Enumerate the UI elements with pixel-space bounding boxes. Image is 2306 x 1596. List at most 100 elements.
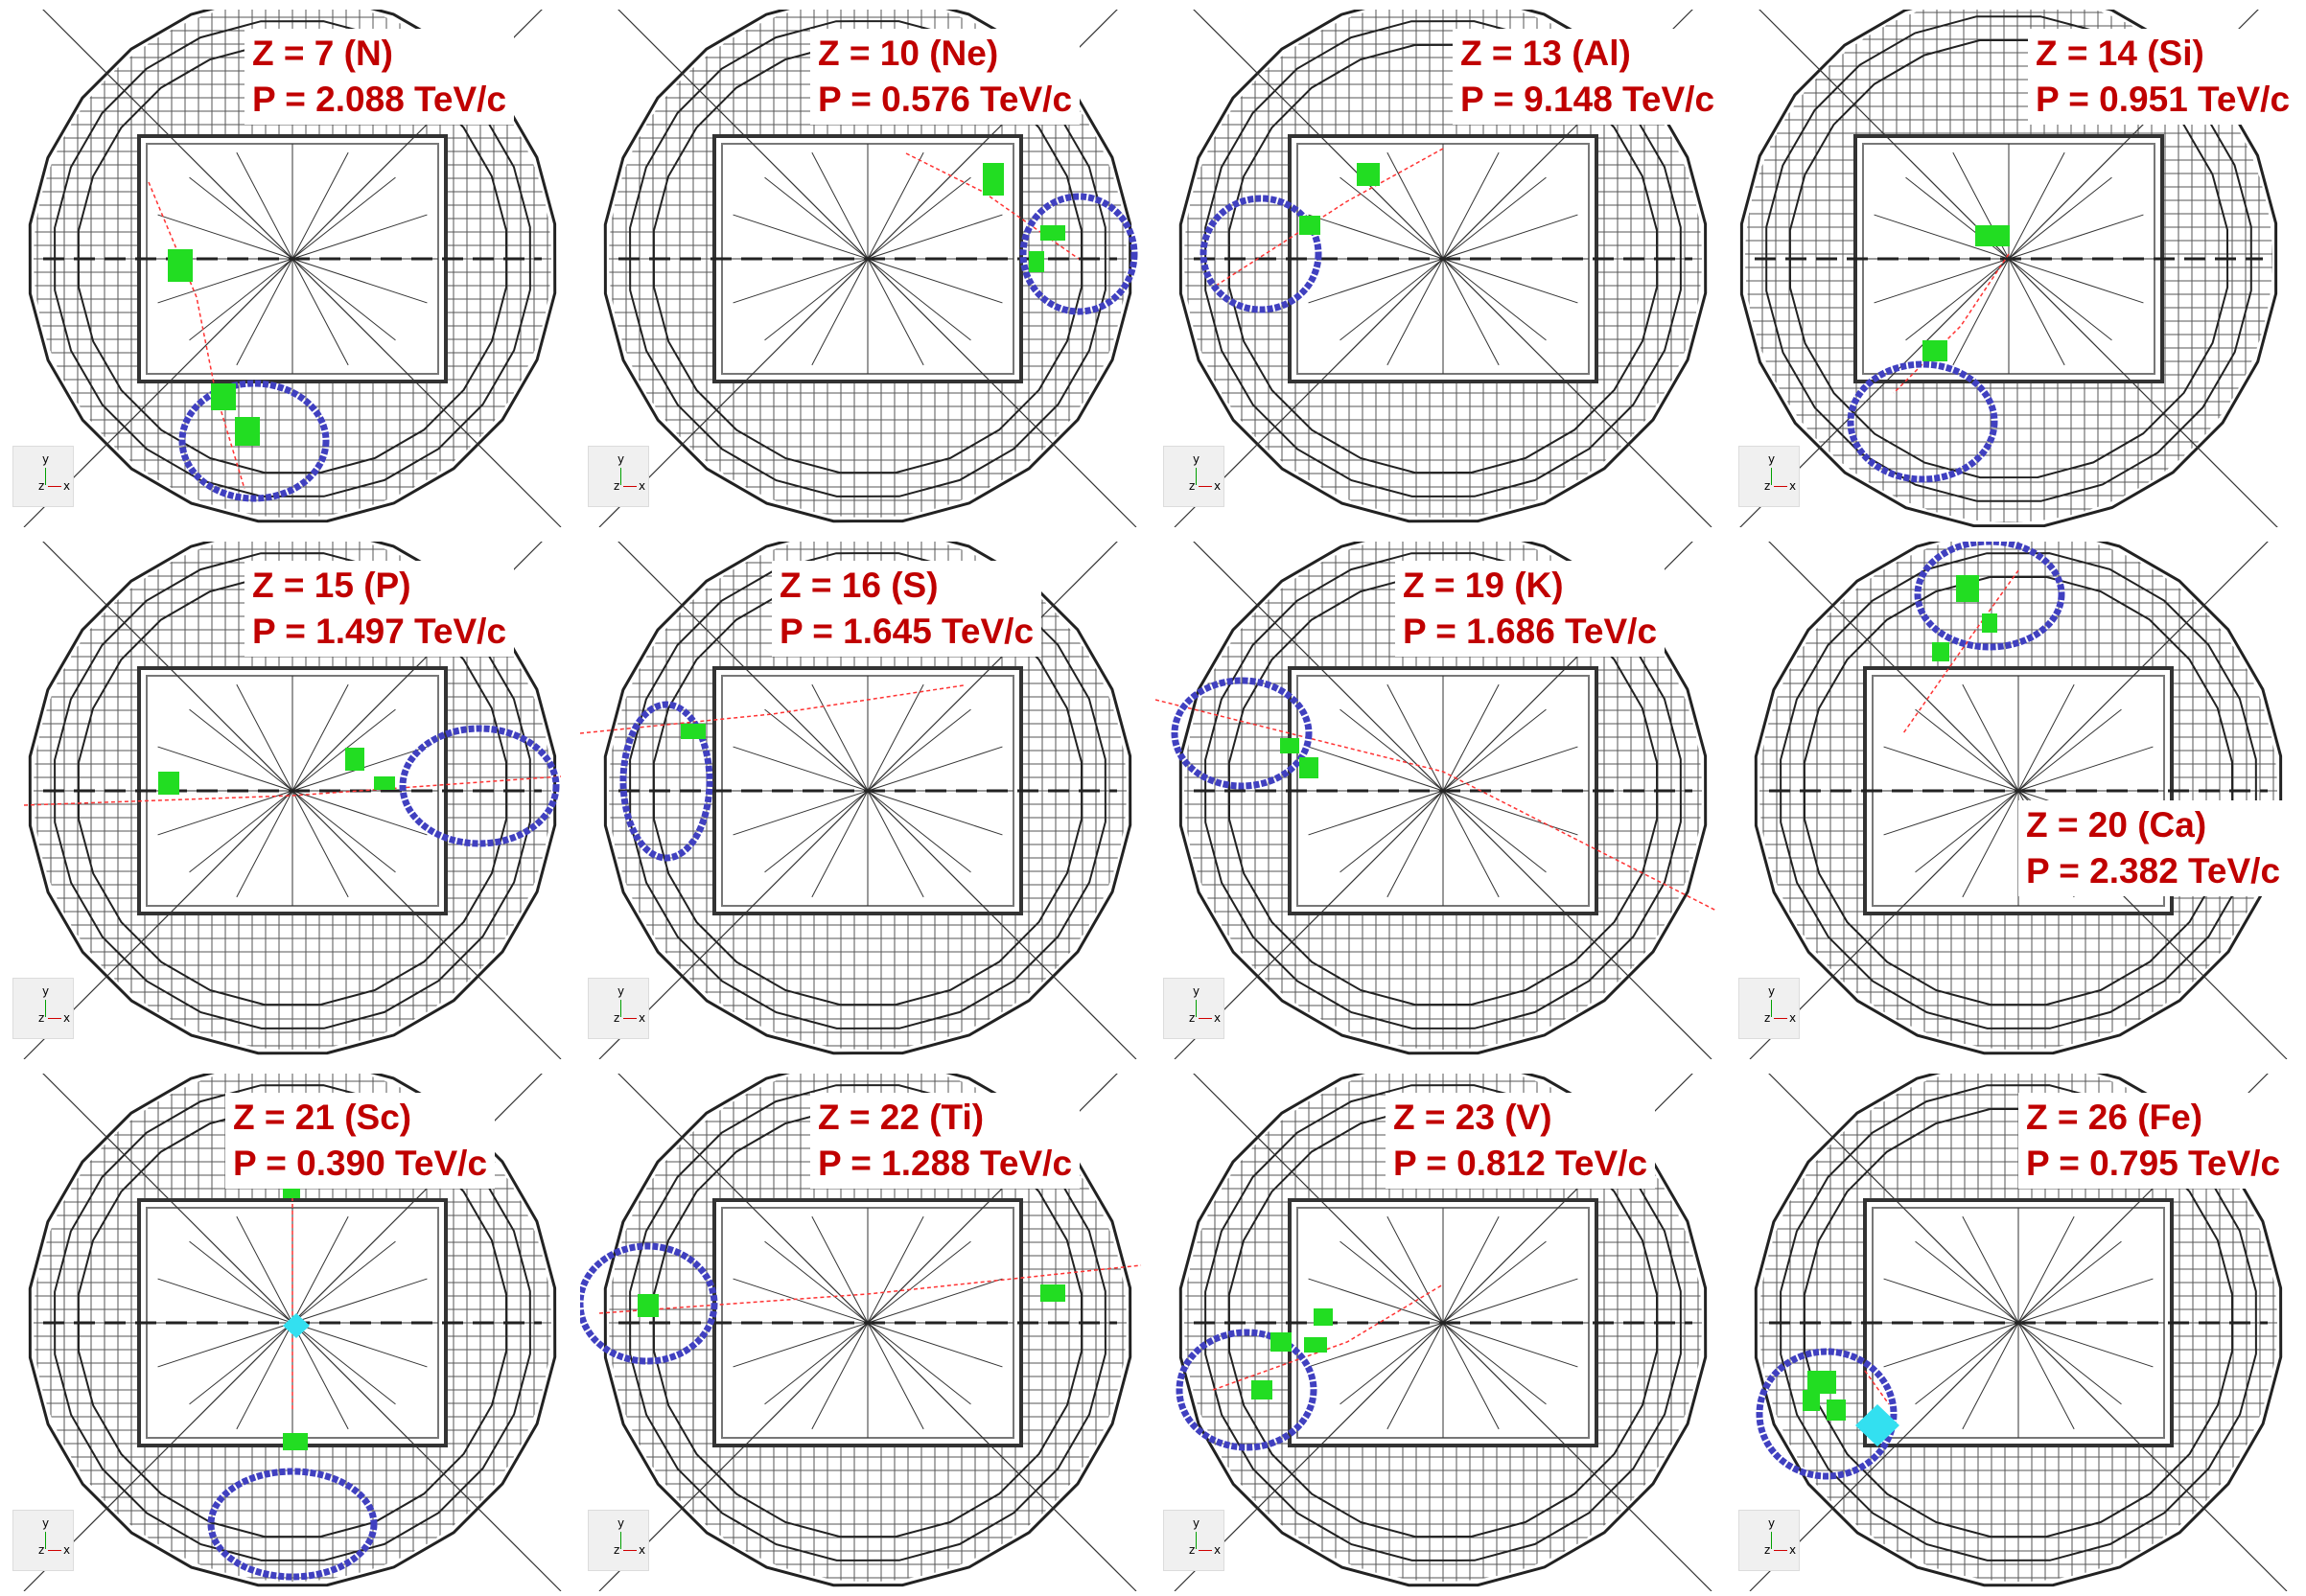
event-hits [905, 152, 1138, 315]
event-label: Z = 21 (Sc) P = 0.390 TeV/c [225, 1093, 496, 1189]
axis-z-label: z [1764, 479, 1771, 493]
momentum-label: P = 2.382 TeV/c [2026, 851, 2281, 891]
momentum-label: P = 0.390 TeV/c [233, 1144, 488, 1183]
axis-y-label: y [1768, 1516, 1776, 1530]
axis-y-line [620, 468, 621, 485]
hit-cell [158, 772, 179, 795]
axis-y-line [1196, 468, 1197, 485]
axis-x-line [1774, 1550, 1787, 1551]
secondary-hit [283, 1313, 310, 1338]
detector-geometry [23, 0, 562, 528]
axis-x-line [1199, 486, 1212, 487]
axis-y-label: y [617, 984, 625, 998]
particle-track [1212, 1284, 1444, 1391]
axis-y-label: y [1768, 984, 1776, 998]
charge-label: Z = 10 (Ne) [818, 34, 999, 73]
hit-cell [1922, 340, 1947, 361]
axis-y-label: y [1768, 452, 1776, 466]
hit-cell [1932, 642, 1949, 661]
momentum-label: P = 1.497 TeV/c [252, 612, 507, 651]
cherenkov-ring [619, 701, 713, 862]
event-label: Z = 14 (Si)P = 0.951 TeV/c [2028, 29, 2298, 125]
hit-cell [1299, 757, 1318, 778]
event-hits [579, 684, 965, 862]
particle-track [23, 775, 562, 806]
event-hits [576, 1242, 1142, 1365]
hit-cell [235, 417, 260, 446]
hit-cell [1975, 225, 2010, 246]
event-label: Z = 22 (Ti)P = 1.288 TeV/c [810, 1093, 1081, 1189]
detector-view [23, 1053, 562, 1592]
momentum-label: P = 1.686 TeV/c [1403, 612, 1658, 651]
particle-track [579, 684, 965, 734]
particle-track [1902, 569, 2019, 734]
hit-cell [1304, 1337, 1327, 1353]
event-hits [1200, 148, 1444, 313]
hit-cell [168, 249, 193, 282]
detector-view [1174, 1053, 1712, 1592]
axis-z-label: z [1189, 479, 1196, 493]
hit-cell [1040, 225, 1065, 241]
axis-y-label: y [1193, 1516, 1200, 1530]
axis-y-line [620, 1532, 621, 1549]
axis-y-line [45, 1532, 46, 1549]
axis-x-line [623, 486, 637, 487]
axis-x-label: x [639, 1011, 646, 1025]
charge-label: Z = 14 (Si) [2036, 34, 2204, 73]
event-hits [1756, 1348, 1899, 1480]
event-label: Z = 7 (N)P = 2.088 TeV/c [245, 29, 515, 125]
hit-cell [1982, 613, 1997, 633]
hit-cell [1280, 738, 1299, 753]
momentum-label: P = 2.088 TeV/c [252, 80, 507, 119]
detector-view [23, 0, 562, 528]
momentum-label: P = 1.645 TeV/c [780, 612, 1035, 651]
axis-x-label: x [1214, 479, 1222, 493]
axis-x-label: x [639, 1543, 646, 1557]
axis-x-label: x [63, 479, 71, 493]
axis-x-line [623, 1018, 637, 1019]
cherenkov-ring [1847, 360, 1998, 483]
event-label: Z = 15 (P) P = 1.497 TeV/c [245, 561, 515, 657]
axis-y-line [1196, 1532, 1197, 1549]
hit-cell [1803, 1390, 1820, 1411]
charge-label: Z = 19 (K) [1403, 566, 1564, 605]
axis-z-label: z [38, 479, 45, 493]
axis-z-label: z [38, 1543, 45, 1557]
hit-cell [983, 163, 1004, 196]
axis-y-label: y [1193, 984, 1200, 998]
momentum-label: P = 0.795 TeV/c [2026, 1144, 2281, 1183]
event-hits [1847, 225, 2010, 483]
particle-track [1893, 253, 2010, 394]
axis-y-line [620, 1000, 621, 1017]
axis-z-label: z [1764, 1011, 1771, 1025]
cherenkov-ring [207, 1468, 378, 1581]
axis-x-label: x [1789, 479, 1797, 493]
axis-x-label: x [1214, 1543, 1222, 1557]
hit-cell [1357, 163, 1380, 186]
cherenkov-ring [576, 1242, 718, 1365]
charge-label: Z = 21 (Sc) [233, 1098, 412, 1137]
axis-z-label: z [1189, 1543, 1196, 1557]
axis-x-line [1199, 1018, 1212, 1019]
particle-track [1864, 1370, 1890, 1405]
axis-x-line [1774, 1018, 1787, 1019]
axis-z-label: z [614, 1011, 620, 1025]
axis-x-line [48, 486, 61, 487]
axis-y-label: y [1193, 452, 1200, 466]
event-label: Z = 20 (Ca)P = 2.382 TeV/c [2018, 800, 2289, 896]
axis-y-line [1196, 1000, 1197, 1017]
axis-x-label: x [1214, 1011, 1222, 1025]
charge-label: Z = 15 (P) [252, 566, 411, 605]
